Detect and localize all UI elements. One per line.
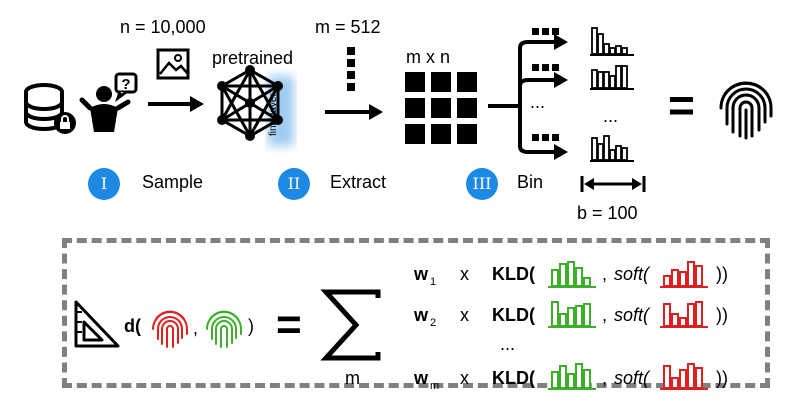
distance-comma: , [193,318,199,338]
triangle-ruler-icon [74,300,120,348]
red-fingerprint-icon [152,310,188,348]
pretrained-label: pretrained [212,48,294,68]
top-equals: = [668,79,695,131]
bin-width-arrow [580,176,646,192]
green-histogram-2 [548,301,596,328]
soft-label-2: soft( [614,305,650,325]
red-histogram-m [660,363,708,390]
extract-arrow [325,104,383,120]
step-label-sample: Sample [142,172,204,192]
feature-matrix-icon [405,72,477,144]
database-icon [24,83,64,131]
close-1: )) [716,264,728,284]
image-icon [156,48,190,80]
histogram-ellipsis: ... [603,106,619,126]
red-histogram-2 [660,301,708,328]
weight-label: w [414,264,429,284]
matrix-dim-label: m x n [406,47,451,67]
sep-1: , [602,264,608,284]
distance-close-paren: ) [248,316,254,336]
green-fingerprint-icon [206,310,242,348]
distance-d-label: d( [124,316,141,336]
soft-label-m: soft( [614,368,650,388]
step-label-extract: Extract [330,172,387,192]
histograms-icon [590,27,634,162]
red-histogram-1 [660,261,708,288]
sum-index-label: m [345,368,360,388]
weight-index: m [430,380,440,392]
sample-size-label: n = 10,000 [120,17,206,37]
lock-icon [54,112,76,134]
weight-label: w [414,368,429,388]
step-badge-bin: III [466,168,498,200]
final-layer-label: final layer [268,93,279,136]
kld-label-m: KLD( [492,368,535,388]
times-2: x [460,305,469,325]
person-question-icon: ? [79,72,138,132]
distance-formula-box [62,238,770,388]
step-label-bin: Bin [517,172,544,192]
sep-2: , [602,305,608,325]
times-m: x [460,368,469,388]
sigma-icon [320,289,381,361]
formula-equals: = [276,300,302,349]
soft-label-1: soft( [614,264,650,284]
feature-vector-icon [347,47,355,91]
weight-index: 2 [430,317,437,329]
step-badge-extract: II [278,168,310,200]
bin-count-label: b = 100 [577,203,638,223]
svg-text:?: ? [121,76,130,93]
branch-ellipsis: ... [530,92,546,112]
green-histogram-m [548,363,596,390]
times-1: x [460,264,469,284]
step-badge-sample: I [88,168,120,200]
sep-m: , [602,368,608,388]
weight-index: 1 [430,276,437,288]
close-2: )) [716,305,728,325]
neural-network-icon [217,65,294,146]
sample-arrow [148,96,204,112]
rows-ellipsis: ... [500,334,516,354]
close-m: )) [716,368,728,388]
kld-label-2: KLD( [492,305,535,325]
kld-label-1: KLD( [492,264,535,284]
fingerprint-icon [719,81,773,140]
feature-dim-label: m = 512 [315,17,381,37]
green-histogram-1 [548,261,596,288]
weight-label: w [414,305,429,325]
branch-arrows [488,28,568,160]
